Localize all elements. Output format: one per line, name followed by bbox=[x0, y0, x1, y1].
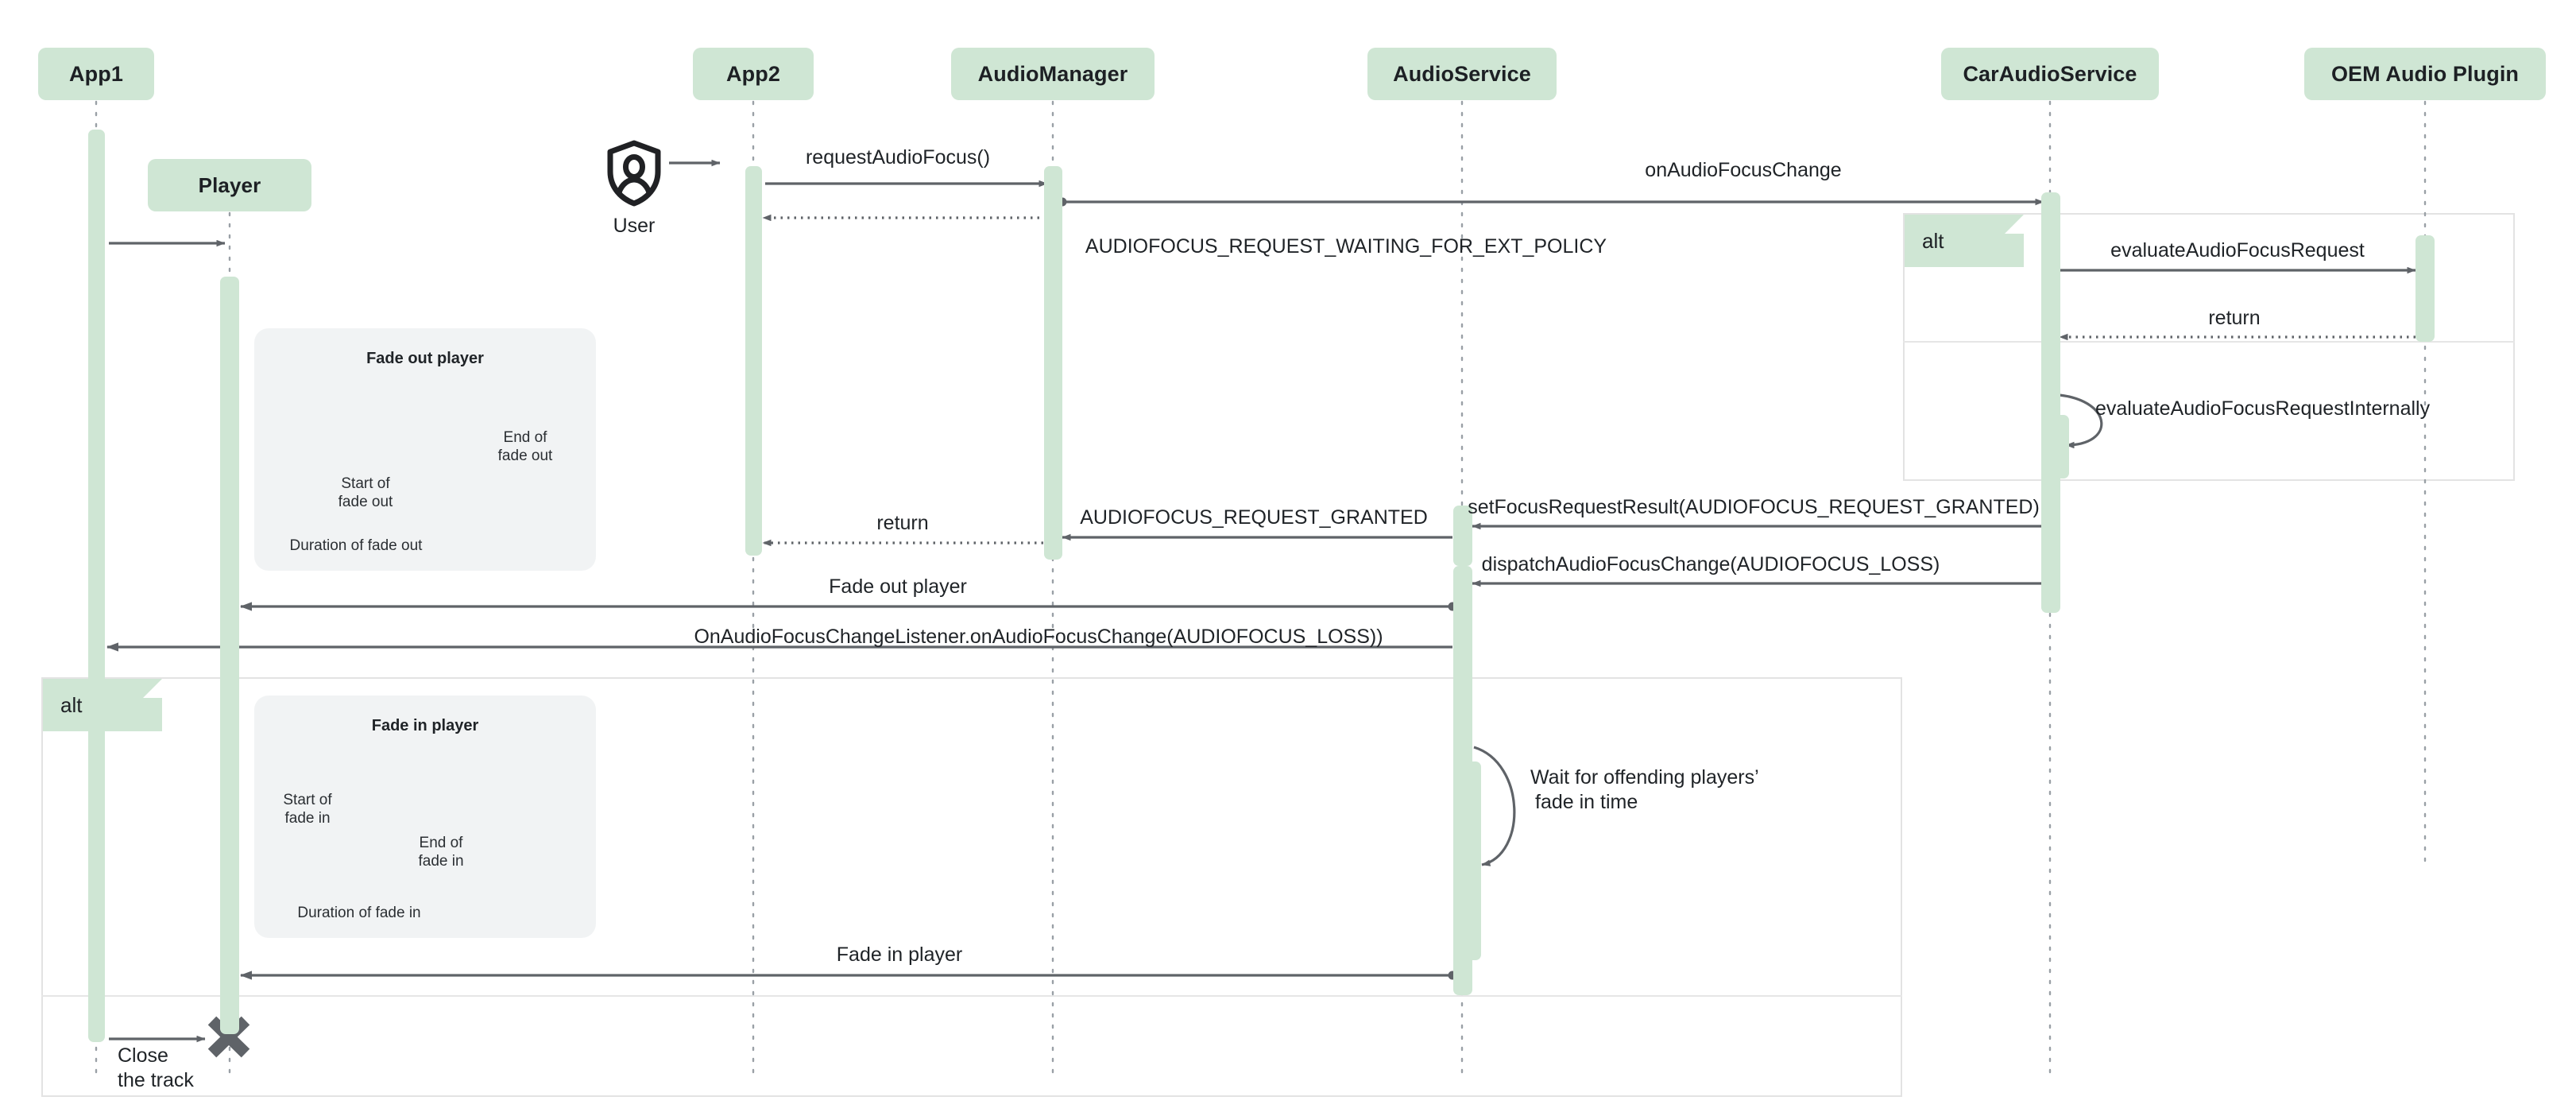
message-label-requestaudiofocus: requestAudioFocus() bbox=[805, 146, 991, 169]
activation-app2 bbox=[745, 166, 762, 556]
fade-out-start-line2: fade out bbox=[338, 493, 393, 510]
participant-caraudioservice-label: CarAudioService bbox=[1963, 61, 2137, 86]
activation-audioservice-self bbox=[1462, 761, 1481, 960]
alt-fragment-right bbox=[1903, 213, 2515, 481]
message-label-return-audiomanager: return bbox=[876, 512, 929, 534]
fade-in-player-card: Fade in player bbox=[254, 696, 596, 938]
wait-line-1: Wait for offending players’ bbox=[1530, 766, 1759, 789]
alt-label-right-text: alt bbox=[1922, 228, 1944, 253]
fade-in-end-label: End of fade in bbox=[389, 835, 493, 871]
activation-caraudioservice-self bbox=[2050, 415, 2069, 479]
message-label-audiofocus-granted: AUDIOFOCUS_REQUEST_GRANTED bbox=[1080, 506, 1428, 529]
wait-line-2: fade in time bbox=[1535, 790, 1638, 813]
alt-fragment-left bbox=[41, 677, 1902, 1097]
fade-in-card-title: Fade in player bbox=[371, 717, 479, 734]
close-line-1: Close bbox=[118, 1044, 168, 1067]
activation-app1 bbox=[88, 130, 105, 1042]
participant-app2[interactable]: App2 bbox=[693, 48, 814, 100]
fade-out-card-title: Fade out player bbox=[366, 350, 484, 367]
participant-audioservice[interactable]: AudioService bbox=[1367, 48, 1557, 100]
participant-player[interactable]: Player bbox=[148, 159, 311, 211]
participant-player-label: Player bbox=[198, 172, 261, 197]
participant-audiomanager[interactable]: AudioManager bbox=[951, 48, 1155, 100]
fade-out-end-label: End of fade out bbox=[474, 429, 577, 466]
activation-oemplugin bbox=[2415, 235, 2435, 342]
message-label-onaudiofocuschangelistener: OnAudioFocusChangeListener.onAudioFocusC… bbox=[694, 626, 1383, 648]
message-label-return-oem: return bbox=[2208, 307, 2261, 329]
participant-app1[interactable]: App1 bbox=[38, 48, 154, 100]
message-label-evaluateinternally: evaluateAudioFocusRequestInternally bbox=[2095, 397, 2431, 420]
fade-out-end-line1: End of bbox=[503, 429, 547, 446]
message-label-dispatchaudiofocuschange: dispatchAudioFocusChange(AUDIOFOCUS_LOSS… bbox=[1481, 553, 1940, 575]
fade-in-start-line2: fade in bbox=[284, 809, 331, 827]
activation-player bbox=[220, 277, 239, 1034]
message-label-setfocusrequestresult: setFocusRequestResult(AUDIOFOCUS_REQUEST… bbox=[1468, 496, 2040, 518]
message-label-close-the-track: Close the track bbox=[118, 1044, 194, 1092]
message-wait-fade-in-time bbox=[1473, 746, 1516, 866]
participant-app2-label: App2 bbox=[726, 61, 780, 86]
message-label-audiofocus-waiting: AUDIOFOCUS_REQUEST_WAITING_FOR_EXT_POLIC… bbox=[1085, 235, 1607, 258]
alt-fragment-left-divider bbox=[41, 995, 1902, 997]
fade-in-end-line2: fade in bbox=[418, 852, 464, 870]
fade-out-player-card: Fade out player bbox=[254, 328, 596, 571]
message-label-onaudiofocuschange: onAudioFocusChange bbox=[1645, 159, 1842, 181]
destroy-x-icon bbox=[207, 1016, 250, 1058]
alt-fragment-right-divider bbox=[1903, 341, 2515, 343]
actor-user-label: User bbox=[613, 215, 656, 237]
fade-out-start-line1: Start of bbox=[341, 475, 390, 492]
message-label-wait-fade-in-time: Wait for offending players’ fade in time bbox=[1530, 765, 1759, 814]
message-label-fade-out-player: Fade out player bbox=[829, 575, 967, 598]
activation-audioservice-1 bbox=[1453, 506, 1472, 566]
alt-label-left-text: alt bbox=[60, 692, 83, 717]
alt-label-left: alt bbox=[43, 679, 162, 731]
activation-audiomanager bbox=[1044, 166, 1062, 560]
fade-in-duration-label: Duration of fade in bbox=[297, 905, 421, 921]
participant-audiomanager-label: AudioManager bbox=[977, 61, 1128, 86]
message-label-evaluateaudiofocusrequest: evaluateAudioFocusRequest bbox=[2110, 239, 2365, 262]
fade-in-end-line1: End of bbox=[419, 835, 463, 851]
activation-caraudioservice bbox=[2041, 192, 2060, 613]
participant-oemplugin-label: OEM Audio Plugin bbox=[2330, 61, 2520, 86]
close-line-2: the track bbox=[118, 1068, 194, 1091]
fade-out-end-line2: fade out bbox=[497, 447, 553, 464]
participant-oemplugin[interactable]: OEM Audio Plugin bbox=[2304, 48, 2546, 100]
fade-in-start-line1: Start of bbox=[283, 792, 332, 808]
fade-out-duration-label: Duration of fade out bbox=[289, 537, 423, 554]
participant-audioservice-label: AudioService bbox=[1393, 61, 1531, 86]
message-evaluateaudiofocusrequestinternally bbox=[2059, 393, 2103, 449]
fade-out-start-label: Start of fade out bbox=[302, 475, 429, 512]
message-label-fade-in-player: Fade in player bbox=[836, 944, 963, 966]
participant-app1-label: App1 bbox=[69, 61, 123, 86]
alt-label-right: alt bbox=[1905, 215, 2024, 267]
fade-in-start-label: Start of fade in bbox=[256, 792, 359, 828]
shield-person-icon bbox=[607, 140, 661, 207]
participant-caraudioservice[interactable]: CarAudioService bbox=[1941, 48, 2159, 100]
